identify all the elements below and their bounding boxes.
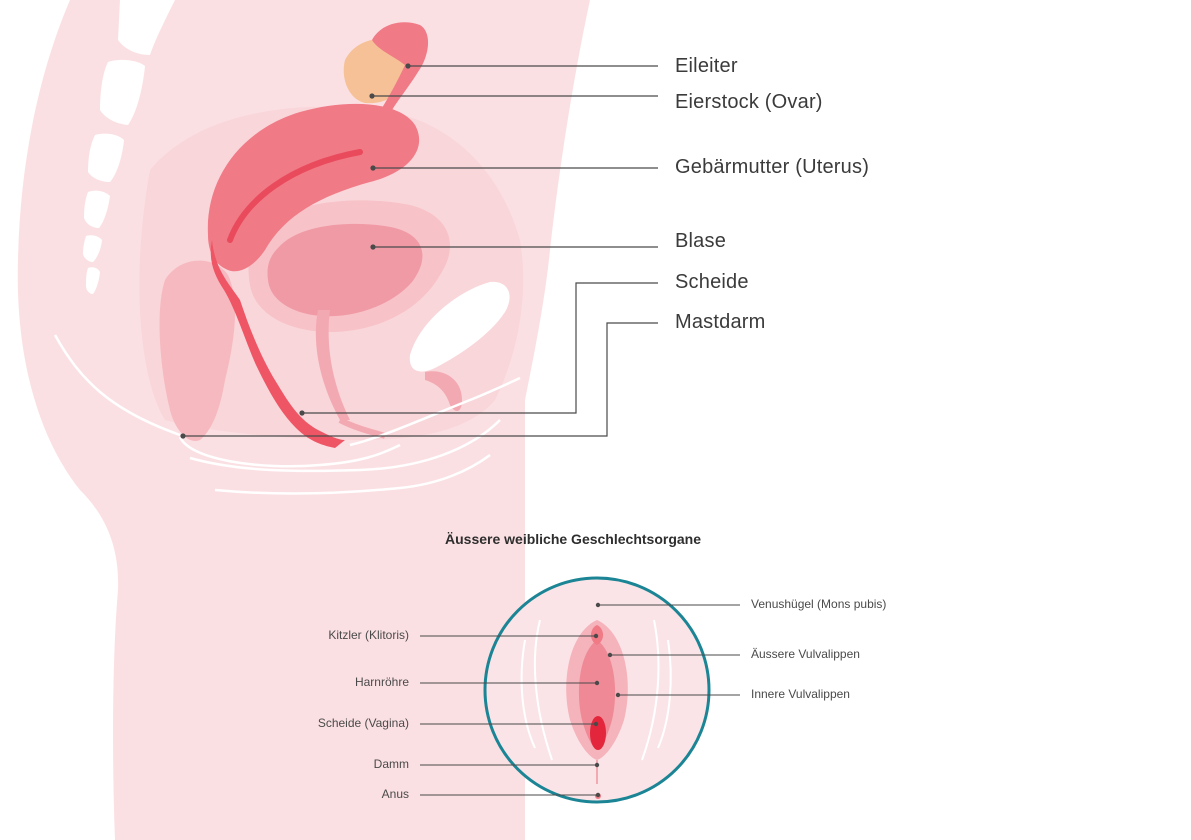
skin-lines <box>53 334 521 495</box>
label-mastdarm: Mastdarm <box>675 311 766 333</box>
label-aeussere-vulvalippen: Äussere Vulvalippen <box>751 647 860 661</box>
leader-lines-top <box>183 65 658 437</box>
fallopian-tube-and-ovary <box>343 22 429 110</box>
leader-lines-bottom <box>420 604 740 796</box>
pubic-bone <box>409 281 510 412</box>
label-innere-vulvalippen: Innere Vulvalippen <box>751 687 850 701</box>
label-eileiter: Eileiter <box>675 55 738 77</box>
label-harnroehre: Harnröhre <box>354 675 409 689</box>
label-kitzler: Kitzler (Klitoris) <box>328 628 409 642</box>
label-scheide-vagina: Scheide (Vagina) <box>317 716 409 730</box>
leader-dots-top <box>180 63 411 439</box>
label-eierstock: Eierstock (Ovar) <box>675 91 823 113</box>
rectum <box>159 260 236 441</box>
label-venushuegel: Venushügel (Mons pubis) <box>751 597 887 611</box>
vulva-circle <box>483 576 711 804</box>
uterus <box>207 103 420 272</box>
label-blase: Blase <box>675 230 727 252</box>
external-organs-title: Äussere weibliche Geschlechtsorgane <box>445 531 701 547</box>
spine <box>83 0 175 294</box>
bladder <box>248 200 450 439</box>
label-anus: Anus <box>381 787 409 801</box>
label-gebaermutter: Gebärmutter (Uterus) <box>675 156 870 178</box>
label-damm: Damm <box>373 757 409 771</box>
leader-dots-bottom <box>593 602 621 798</box>
label-scheide: Scheide <box>675 271 749 293</box>
